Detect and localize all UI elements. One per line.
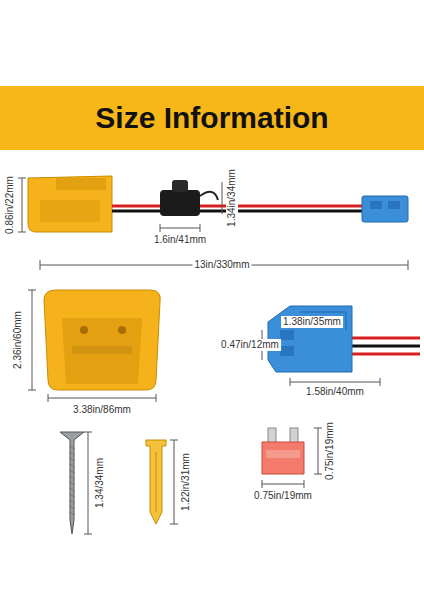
screw-thread (69, 500, 75, 503)
dimension-label: 0.47in/12mm (219, 339, 281, 351)
screw-thread (69, 488, 75, 491)
wall-anchor (146, 440, 166, 524)
screw-thread (69, 446, 75, 449)
dimension-label: 3.38in/86mm (71, 404, 133, 416)
screw-thread (69, 512, 75, 515)
screw (60, 432, 84, 534)
dimension-label: 1.34/34mm (94, 456, 106, 510)
adapter-top (44, 290, 160, 390)
dimension-label: 1.22in/31mm (180, 451, 192, 513)
dimension-label: 1.6in/41mm (152, 234, 208, 246)
dimension-label: 0.75in/19mm (324, 420, 336, 482)
dimension-label: 13in/330mm (192, 259, 251, 271)
dimension-label: 0.86in/22mm (4, 174, 16, 236)
dimension-label: 0.75in/19mm (252, 490, 314, 502)
heading: Size Information (0, 86, 424, 150)
adapter-side (28, 176, 112, 232)
dimension-label: 1.38in/35mm (281, 316, 343, 328)
screw-thread (69, 458, 75, 461)
blade-fuse (262, 428, 304, 474)
screw-thread (69, 470, 75, 473)
blue-connector-side (362, 196, 408, 222)
screw-thread (69, 482, 75, 485)
screw-thread (69, 452, 75, 455)
screw-thread (69, 506, 75, 509)
dimension-label: 1.34in/34mm (226, 167, 238, 229)
screw-thread (69, 476, 75, 479)
screw-thread (69, 494, 75, 497)
screw-thread (69, 464, 75, 467)
dimension-label: 2.36in/60mm (12, 309, 24, 371)
fuse-holder (160, 180, 218, 216)
dimension-label: 1.58in/40mm (304, 386, 366, 398)
